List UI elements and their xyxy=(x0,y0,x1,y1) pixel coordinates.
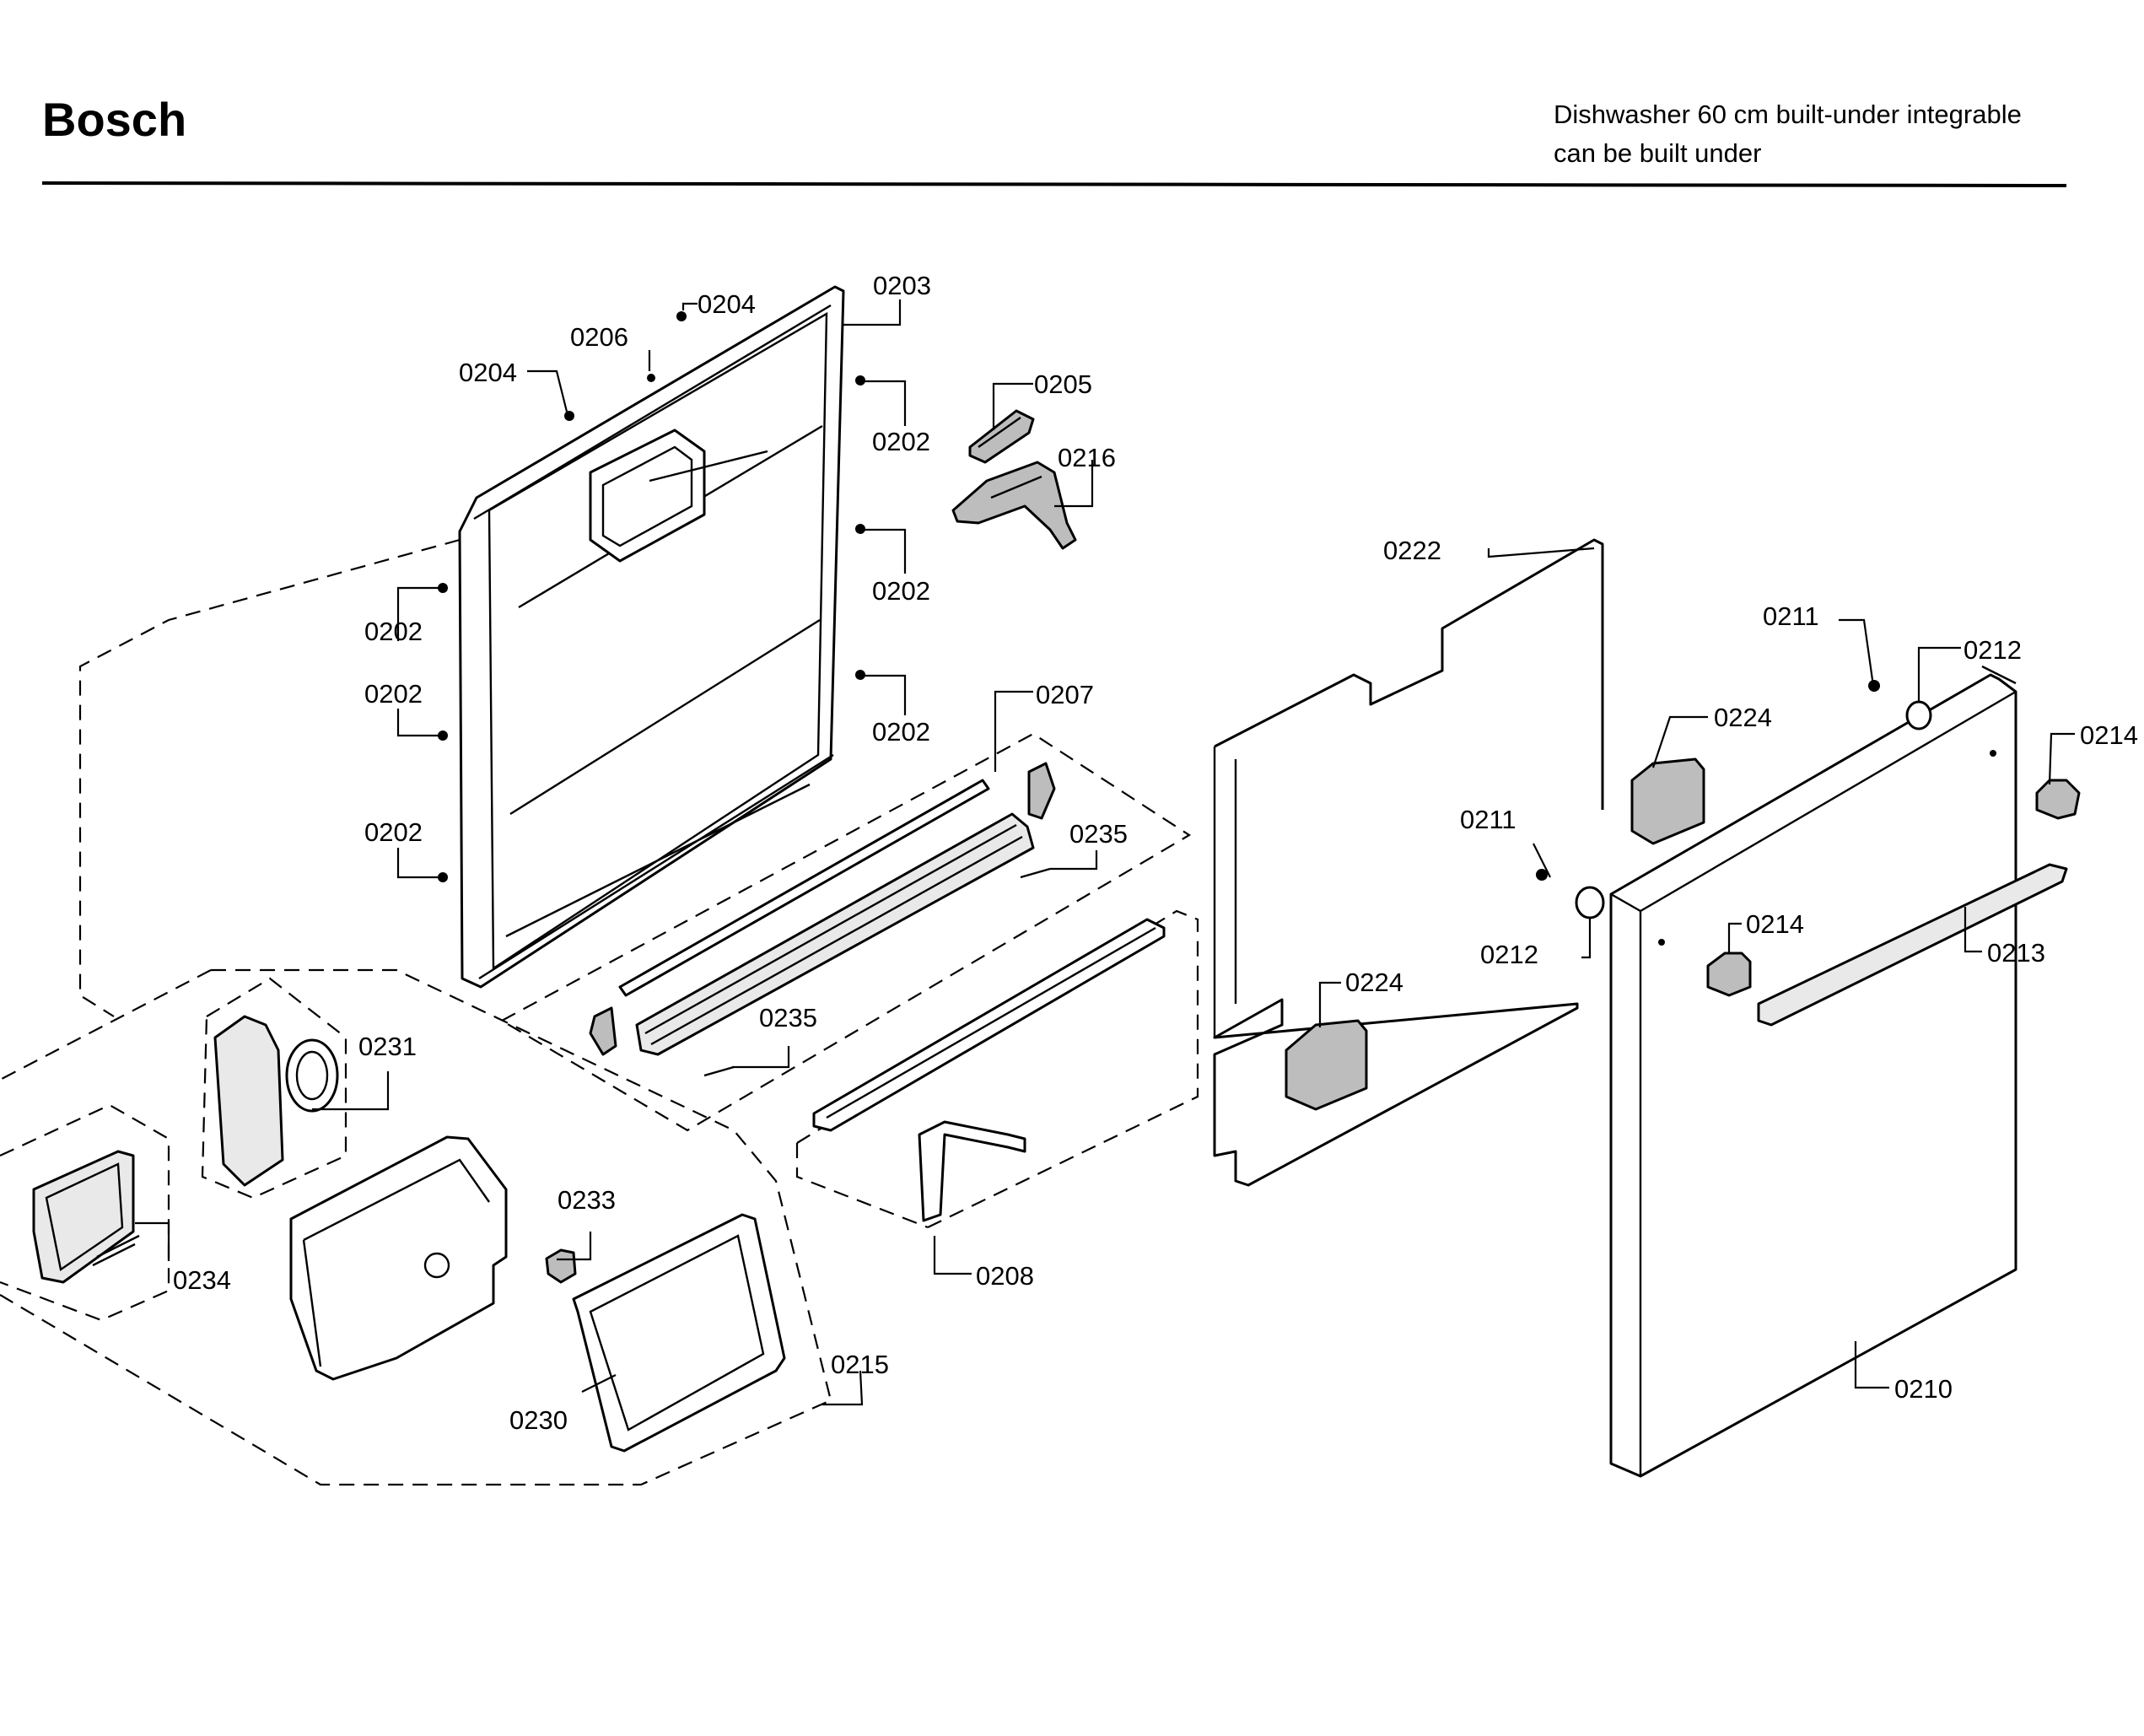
callout-0202-left-3: 0202 xyxy=(364,817,423,847)
header-divider xyxy=(41,181,2067,187)
callout-0212-left: 0212 xyxy=(1480,940,1538,969)
callout-0235-upper: 0235 xyxy=(1069,819,1128,849)
callout-0212-right: 0212 xyxy=(1964,635,2022,665)
callout-0205: 0205 xyxy=(1034,369,1092,399)
callout-0202-right-1: 0202 xyxy=(872,427,930,456)
callout-0211-right: 0211 xyxy=(1763,601,1819,631)
front-panel xyxy=(1536,665,2081,1478)
callout-0235-lower: 0235 xyxy=(759,1003,817,1032)
callout-0213: 0213 xyxy=(1987,938,2045,968)
callout-0214-right: 0214 xyxy=(2080,720,2138,750)
callout-0215: 0215 xyxy=(831,1350,889,1379)
diagram-subtitle-line-1: Dishwasher 60 cm built-under integrable xyxy=(1554,100,2022,129)
callout-0224-lower: 0224 xyxy=(1345,968,1403,997)
inner-door-frame xyxy=(438,285,865,989)
rail-assembly xyxy=(812,918,1166,1222)
callout-0204-left: 0204 xyxy=(459,358,517,387)
callout-labels: 0203 0204 0204 0206 0205 0216 0202 0202 … xyxy=(173,271,2138,1435)
callout-0210: 0210 xyxy=(1894,1374,1953,1404)
control-panel-module xyxy=(32,1015,786,1453)
assembly-outlines xyxy=(0,538,1199,1486)
callout-0214-center: 0214 xyxy=(1746,909,1804,939)
insulation-panel xyxy=(1213,538,1705,1187)
callout-0204-top: 0204 xyxy=(698,289,756,319)
callout-0207: 0207 xyxy=(1036,680,1094,709)
callout-0222: 0222 xyxy=(1383,536,1441,565)
brand-title: Bosch xyxy=(42,93,186,146)
callout-0208: 0208 xyxy=(976,1261,1034,1291)
callout-0202-left-2: 0202 xyxy=(364,679,423,709)
callout-0230: 0230 xyxy=(509,1405,568,1435)
callout-0202-right-3: 0202 xyxy=(872,717,930,747)
leader-lines xyxy=(135,299,2075,1406)
callout-0234: 0234 xyxy=(173,1265,231,1295)
callout-0224-upper: 0224 xyxy=(1714,703,1772,732)
diagram-subtitle-line-2: can be built under xyxy=(1554,138,1761,168)
callout-0216: 0216 xyxy=(1058,443,1116,472)
callout-0231: 0231 xyxy=(358,1032,417,1061)
callout-0202-right-2: 0202 xyxy=(872,576,930,606)
hinge-clips xyxy=(951,409,1077,550)
callout-0202-left-1: 0202 xyxy=(364,617,423,646)
callout-0203: 0203 xyxy=(873,271,931,300)
callout-0206: 0206 xyxy=(570,322,628,352)
lower-strip-parts xyxy=(589,762,1056,1077)
callout-0211-left: 0211 xyxy=(1460,805,1516,834)
callout-0233: 0233 xyxy=(558,1185,616,1215)
